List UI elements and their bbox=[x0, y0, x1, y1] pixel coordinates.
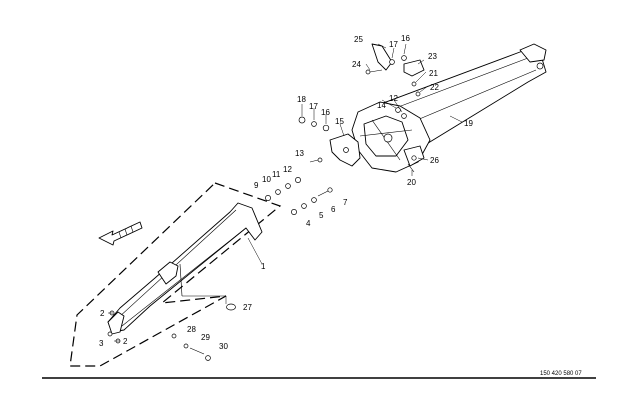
label-27: 27 bbox=[243, 303, 252, 312]
label-2-bottom: 2 bbox=[123, 337, 128, 346]
label-20: 20 bbox=[407, 178, 416, 187]
label-22: 22 bbox=[430, 83, 439, 92]
label-10: 10 bbox=[262, 175, 271, 184]
label-21: 21 bbox=[429, 69, 438, 78]
label-2-top: 2 bbox=[100, 309, 105, 318]
label-11: 11 bbox=[272, 170, 281, 179]
label-17-top: 17 bbox=[389, 40, 398, 49]
label-24: 24 bbox=[352, 60, 361, 69]
label-15: 15 bbox=[335, 117, 344, 126]
label-6: 6 bbox=[331, 205, 336, 214]
label-9: 9 bbox=[254, 181, 259, 190]
label-18: 18 bbox=[297, 95, 306, 104]
label-12-left: 12 bbox=[283, 165, 292, 174]
label-25: 25 bbox=[354, 35, 363, 44]
label-14: 14 bbox=[377, 101, 386, 110]
label-3: 3 bbox=[99, 339, 104, 348]
clip-23 bbox=[403, 59, 425, 77]
label-28: 28 bbox=[187, 325, 196, 334]
label-17-left: 17 bbox=[309, 102, 318, 111]
label-29: 29 bbox=[201, 333, 210, 342]
label-12-right: 12 bbox=[389, 94, 398, 103]
label-1: 1 bbox=[261, 262, 266, 271]
bracket-25 bbox=[371, 43, 393, 71]
label-7: 7 bbox=[343, 198, 348, 207]
label-5: 5 bbox=[319, 211, 324, 220]
fasteners bbox=[107, 55, 421, 361]
assembly-boundary bbox=[69, 182, 282, 367]
label-16-top: 16 bbox=[401, 34, 410, 43]
label-19: 19 bbox=[464, 119, 473, 128]
label-26: 26 bbox=[430, 156, 439, 165]
leader-lines bbox=[108, 43, 463, 342]
label-30: 30 bbox=[219, 342, 228, 351]
part-labels: 1 2 3 2 4 5 6 7 9 10 11 12 13 14 12 15 1… bbox=[99, 34, 473, 351]
label-16-left: 16 bbox=[321, 108, 330, 117]
front-arm bbox=[107, 202, 263, 335]
label-4: 4 bbox=[306, 219, 311, 228]
drawing-reference-number: 150 420 580 07 bbox=[540, 371, 582, 377]
label-23: 23 bbox=[428, 52, 437, 61]
direction-arrow bbox=[98, 221, 143, 246]
label-13: 13 bbox=[295, 149, 304, 158]
